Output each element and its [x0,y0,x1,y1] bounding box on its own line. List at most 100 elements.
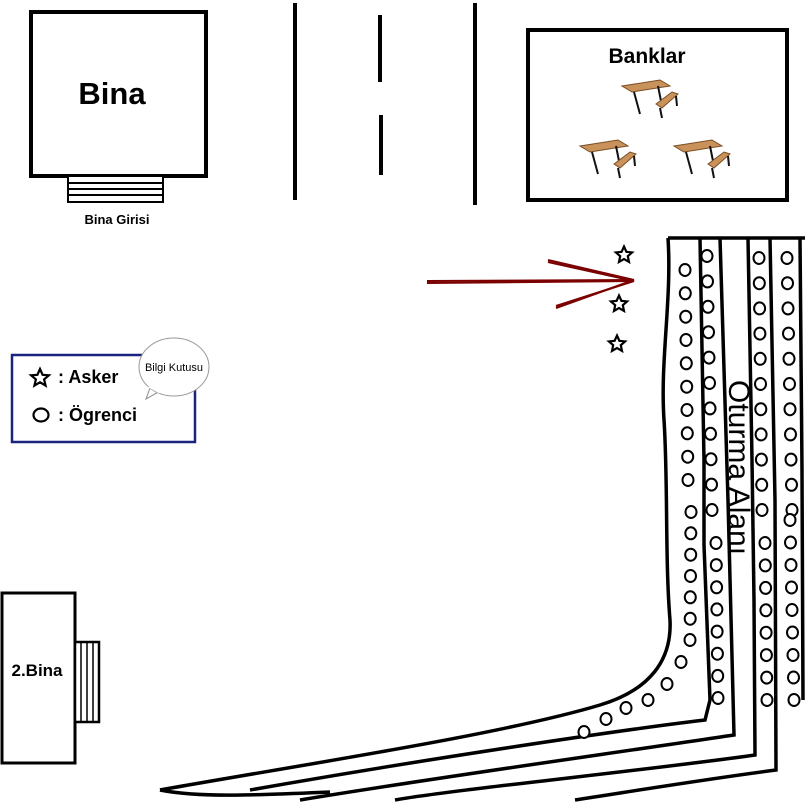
student-circle-icon [680,426,694,441]
student-circle-icon [785,603,799,617]
student-circle-icon [679,309,693,324]
student-circle-icon [641,693,655,707]
student-circle-icon [679,333,693,347]
student-circle-icon [754,427,768,442]
student-circle-icon [782,326,795,341]
student-circle-icon [759,625,773,640]
road [293,3,477,205]
student-circle-icon [577,725,591,739]
student-circle-icon [684,505,698,519]
student-circle-icon [754,402,768,417]
student-circle-icon [704,426,717,441]
student-circle-icon [619,701,633,715]
student-circle-icon [784,452,798,467]
student-circle-icon [759,648,773,663]
student-circle-icon [783,377,796,391]
student-circle-icon [711,668,725,683]
student-circle-icon [683,633,697,647]
soldier-star-icon [608,292,630,314]
student-circle-icon [759,580,773,595]
picnic-bench [672,139,731,179]
student-circle-icon [780,251,794,265]
student-circle-icon [787,670,800,685]
student-circle-icon [784,558,798,572]
student-circle-icon [679,356,693,371]
student-circle-icon [702,325,715,340]
student-circle-icon [760,693,774,707]
picnic-bench [578,139,637,179]
student-circle-icon [709,558,723,573]
student-circle-icon [758,558,772,573]
student-circle-icon [710,624,724,639]
student-circle-icon [678,286,692,301]
student-markers [577,249,801,739]
main-building: Bina Bina Girisi [29,10,208,227]
student-circle-icon [753,351,767,366]
student-circle-icon [760,670,774,685]
student-circle-icon [709,536,723,550]
student-circle-icon [702,350,716,365]
info-bubble: Bilgi Kutusu [138,337,210,401]
student-circle-icon [759,603,773,618]
soldier-markers [606,243,635,354]
student-circle-icon [680,379,694,394]
student-circle-icon [680,403,694,417]
legend-student-row: : Ögrenci [32,405,137,425]
student-circle-icon [701,299,715,314]
student-circle-icon [786,648,800,662]
direction-arrow [426,259,635,309]
building-entrance-steps [67,175,164,203]
student-circle-icon [681,449,695,464]
student-circle-icon [785,580,798,595]
student-circle-icon [783,513,797,527]
student-circle-icon [782,351,796,366]
student-circle-icon [785,477,798,492]
student-circle-icon [787,693,801,707]
student-circle-icon [711,691,725,705]
student-circle-icon [683,611,697,626]
student-circle-icon [674,655,688,669]
legend-soldier-label: : Asker [58,367,118,387]
student-circle-icon [754,452,768,467]
student-circle-icon [599,712,613,726]
seating-area-lines [159,236,805,802]
student-circle-icon [660,677,674,691]
student-circle-icon [786,625,799,640]
student-circle-icon [753,326,767,341]
student-circle-icon [710,602,724,617]
seating-area-label: Oturma Alanı [722,380,755,555]
star-icon [28,366,52,388]
student-circle-icon [705,503,719,517]
legend-soldier-row: : Asker [28,366,118,388]
second-building: 2.Bina [0,591,101,765]
student-circle-icon [701,274,714,289]
student-circle-icon [783,402,797,417]
info-box: : Asker : Ögrenci Bilgi Kutusu [10,337,210,444]
student-circle-icon [700,249,714,263]
student-circle-icon [704,452,718,467]
student-circle-icon [784,535,797,550]
student-circle-icon [755,477,769,492]
student-circle-icon [684,526,698,541]
student-circle-icon [703,401,717,416]
second-building-label: 2.Bina [11,661,63,680]
student-circle-icon [781,301,795,316]
student-circle-icon [710,580,724,595]
student-circle-icon [758,536,772,550]
student-circle-icon [710,646,724,661]
info-bubble-label: Bilgi Kutusu [145,362,203,374]
student-circle-icon [703,376,716,390]
soldier-star-icon [613,243,635,265]
student-circle-icon [752,276,766,291]
student-circle-icon [681,473,695,487]
student-circle-icon [784,427,797,442]
soldier-star-icon [606,332,628,354]
student-circle-icon [781,276,794,291]
benches-label: Banklar [608,45,685,68]
legend-student-label: : Ögrenci [58,405,137,425]
student-circle-icon [683,590,697,605]
student-circle-icon [705,477,718,492]
student-circle-icon [678,263,692,277]
circle-icon [32,407,50,423]
